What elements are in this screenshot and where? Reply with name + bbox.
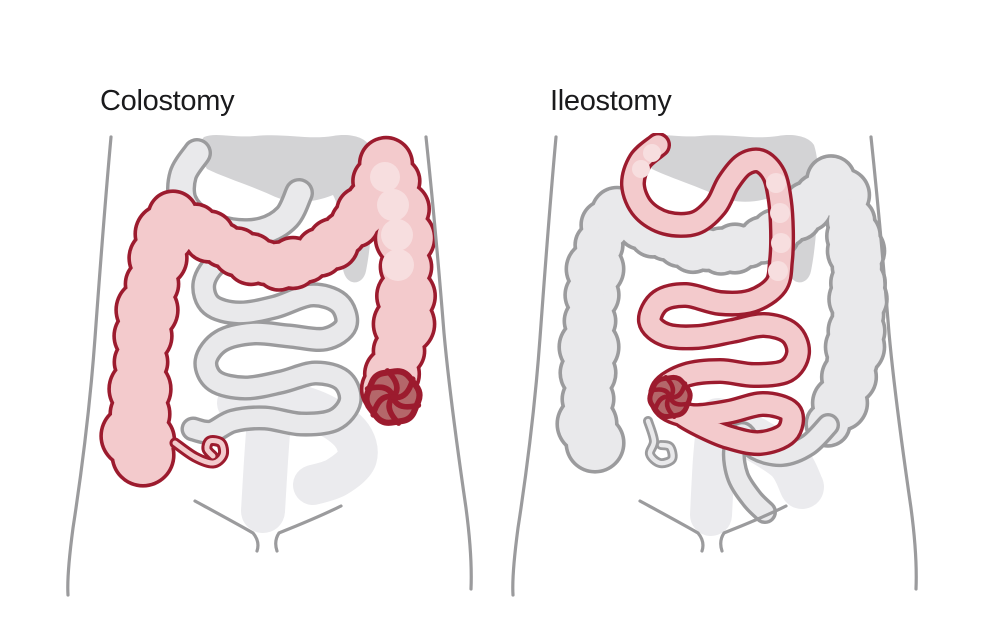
ileostomy-title: Ileostomy <box>550 85 672 117</box>
small-intestine <box>180 236 363 445</box>
colostomy-illustration <box>66 134 473 597</box>
pelvis-line <box>638 499 788 553</box>
ileostomy-illustration <box>511 133 918 597</box>
small-intestine-highlighted <box>619 133 812 457</box>
appendix <box>643 416 678 469</box>
overlap-highlight <box>632 144 791 281</box>
colostomy-title: Colostomy <box>100 85 235 117</box>
stomach <box>200 134 374 283</box>
torso-outline <box>66 135 473 597</box>
colostomy-stoma-icon <box>363 368 423 426</box>
torso-outline <box>511 135 918 597</box>
rectum-shadow <box>241 397 291 533</box>
appendix <box>169 435 230 469</box>
pelvis-line <box>193 499 343 553</box>
overlap-highlight <box>370 162 414 281</box>
ileostomy-stoma-icon <box>647 374 693 420</box>
